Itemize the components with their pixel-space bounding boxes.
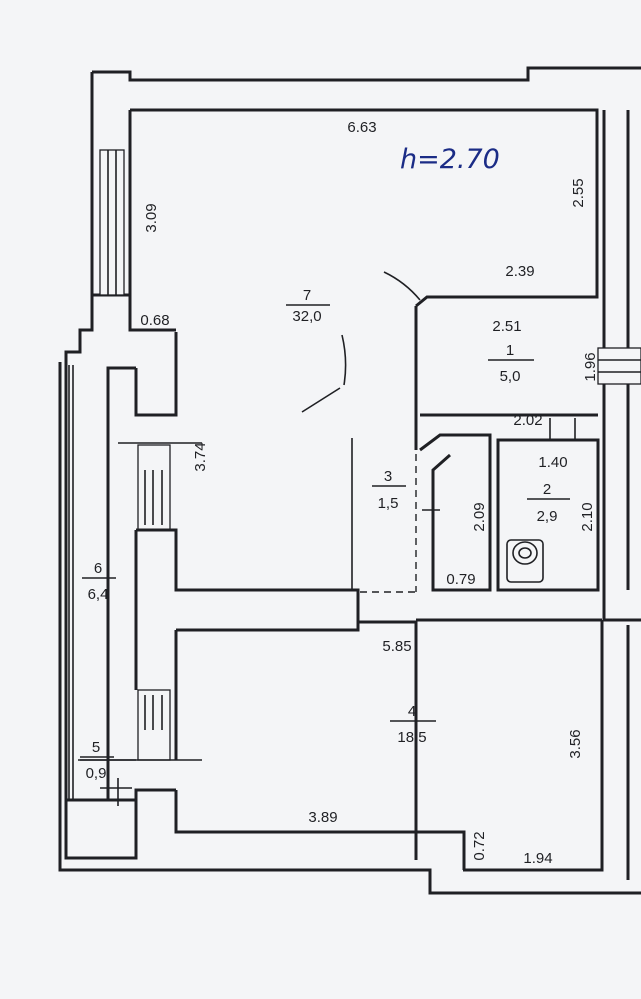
window-balcony-left: [68, 365, 74, 800]
room-area: 2,9: [537, 508, 558, 525]
window-top-left: [99, 149, 125, 296]
dim-label: 3.56: [567, 729, 584, 758]
room-number: 3: [384, 468, 392, 485]
room-number: 2: [543, 481, 551, 498]
window-living: [118, 442, 202, 531]
room-area: 18,5: [397, 729, 426, 746]
room-label-2: 2 2,9: [527, 481, 570, 525]
dim-label: 1.96: [582, 352, 599, 381]
room-label-4: 4 18,5: [390, 703, 436, 746]
dim-label: 1.94: [523, 850, 552, 867]
dim-label: 3.09: [143, 203, 160, 232]
room-area: 0,9: [86, 765, 107, 782]
room-label-5: 5 0,9: [80, 739, 114, 782]
dim-label: 6.63: [347, 119, 376, 136]
ceiling-height-note: h=2.70: [400, 144, 500, 175]
dim-label: 1.40: [538, 454, 567, 471]
room-label-6: 6 6,4: [82, 560, 116, 603]
room-area: 5,0: [500, 368, 521, 385]
room-number: 4: [408, 703, 416, 720]
room-label-7: 7 32,0: [286, 287, 330, 325]
window-bedroom: [78, 689, 202, 761]
dim-label: 2.51: [492, 318, 521, 335]
dim-label: 0.72: [471, 831, 488, 860]
dim-label: 2.55: [570, 178, 587, 207]
dimensions: 6.63 2.55 2.39 3.09 0.68 3.74 2.51 1.96 …: [140, 119, 599, 867]
room-number: 1: [506, 342, 514, 359]
interior-walls: [80, 306, 602, 870]
dim-label: 3.74: [192, 442, 209, 471]
dim-label: 2.09: [471, 502, 488, 531]
dim-label: 0.79: [446, 571, 475, 588]
room-number: 5: [92, 739, 100, 756]
toilet-icon: [506, 539, 544, 583]
dim-label: 0.68: [140, 312, 169, 329]
dim-label: 2.02: [513, 412, 542, 429]
room-number: 7: [303, 287, 311, 304]
room-area: 6,4: [88, 586, 109, 603]
dim-label: 2.10: [579, 502, 596, 531]
room-number: 6: [94, 560, 102, 577]
doors: [100, 271, 576, 806]
dim-label: 3.89: [308, 809, 337, 826]
outer-walls: [58, 66, 641, 895]
dim-label: 2.39: [505, 263, 534, 280]
dim-label: 5.85: [382, 638, 411, 655]
room-label-3: 3 1,5: [372, 468, 406, 512]
room-area: 1,5: [378, 495, 399, 512]
room-label-1: 1 5,0: [488, 342, 534, 385]
window-right: [597, 347, 641, 385]
room-area: 32,0: [292, 308, 321, 325]
